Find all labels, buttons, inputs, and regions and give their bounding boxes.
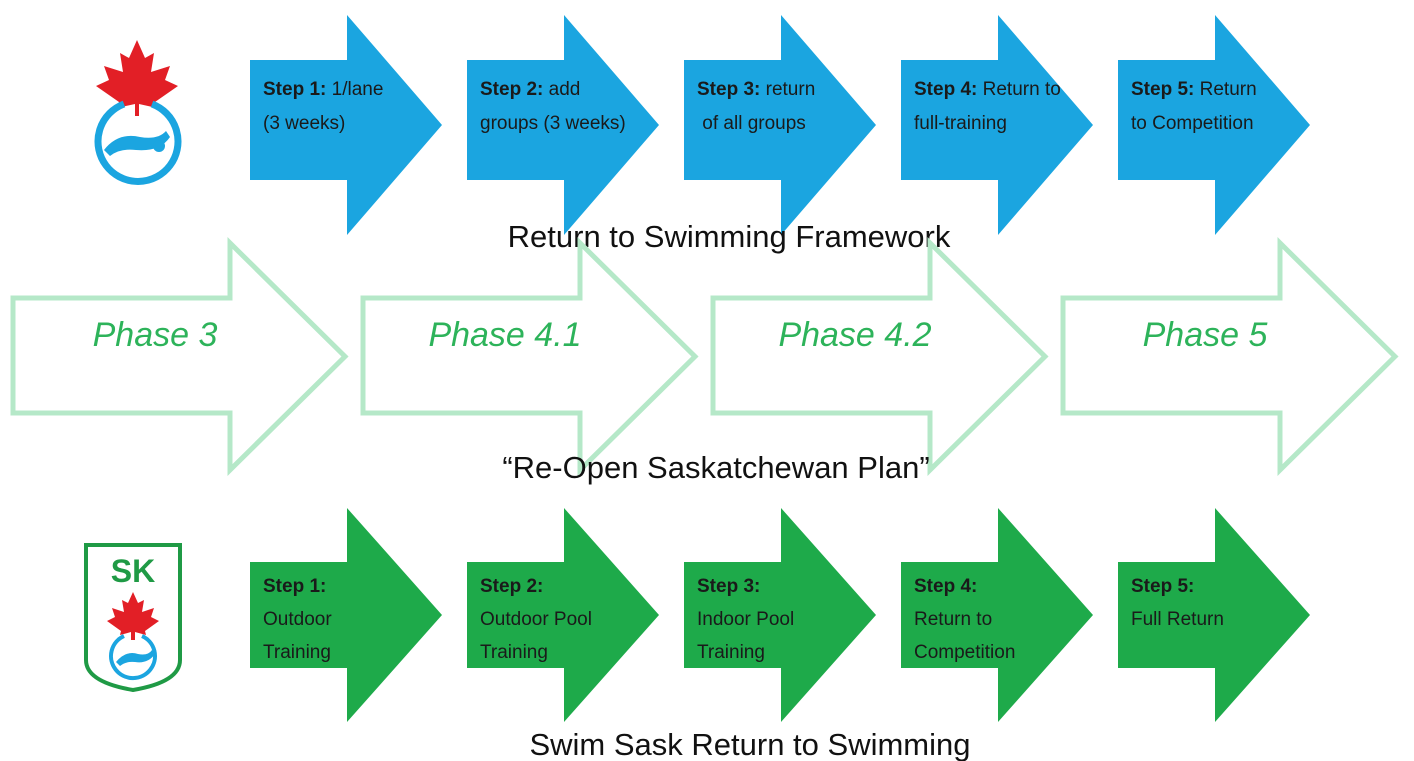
top-step-text-2: Step 2: add groups (3 weeks): [480, 79, 626, 134]
top-step-label-5: Step 5:: [1131, 79, 1194, 100]
bottom-step-line-5-1: Full Return: [1131, 609, 1224, 630]
bottom-step-label-3: Step 3:: [697, 576, 760, 597]
swimmer-icon: [104, 131, 170, 156]
phase-label-1: Phase 3: [93, 316, 218, 354]
bottom-step-line-3-2: Training: [697, 642, 765, 663]
bottom-step-text-5: Step 5: Full Return: [1131, 576, 1224, 630]
top-step-line-5-1: Return: [1194, 79, 1256, 100]
bottom-row-caption: Swim Sask Return to Swimming: [529, 727, 970, 761]
bottom-step-text-4: Step 4: Return to Competition: [914, 576, 1015, 663]
top-step-arrow-3: [684, 15, 876, 235]
top-step-line-2-2: groups (3 weeks): [480, 113, 626, 134]
maple-leaf-icon: [107, 592, 159, 640]
ring-icon: [94, 100, 182, 185]
top-step-line-1-1: 1/lane: [326, 79, 383, 100]
bottom-step-label-4: Step 4:: [914, 576, 977, 597]
phase-label-2: Phase 4.1: [428, 316, 581, 354]
top-step-line-2-1: add: [543, 79, 580, 100]
bottom-step-line-2-1: Outdoor Pool: [480, 609, 592, 630]
bottom-step-arrow-5: [1118, 508, 1310, 722]
top-step-arrow-2: [467, 15, 659, 235]
bottom-step-line-2-2: Training: [480, 642, 548, 663]
bottom-step-line-4-2: Competition: [914, 642, 1015, 663]
phase-arrow-4: [1060, 237, 1399, 476]
bottom-step-label-5: Step 5:: [1131, 576, 1194, 597]
bottom-step-arrow-4: [901, 508, 1093, 722]
top-step-arrow-4: [901, 15, 1093, 235]
top-step-line-3-2: of all groups: [697, 113, 806, 134]
top-step-line-1-2: (3 weeks): [263, 113, 345, 134]
maple-leaf-icon: [96, 40, 178, 116]
swim-sask-logo-icon: SK: [84, 543, 182, 693]
top-step-text-1: Step 1: 1/lane (3 weeks): [263, 79, 383, 134]
top-step-line-3-1: return: [760, 79, 815, 100]
bottom-step-arrow-3: [684, 508, 876, 722]
swimmer-head-icon: [153, 140, 165, 152]
top-step-label-4: Step 4:: [914, 79, 977, 100]
top-step-arrow-5: [1118, 15, 1310, 235]
top-step-label-1: Step 1:: [263, 79, 326, 100]
phase-arrow-3: [710, 237, 1049, 476]
swimming-canada-logo-icon: [94, 40, 182, 185]
top-step-text-4: Step 4: Return to full-training: [914, 79, 1061, 134]
top-step-text-3: Step 3: return of all groups: [697, 79, 815, 134]
top-row-caption: Return to Swimming Framework: [508, 219, 951, 254]
sk-logo-text: SK: [111, 553, 155, 589]
phase-arrow-1: [10, 237, 349, 476]
top-step-text-5: Step 5: Return to Competition: [1131, 79, 1257, 134]
bottom-step-label-2: Step 2:: [480, 576, 543, 597]
bottom-step-line-1-1: Outdoor: [263, 609, 332, 630]
phase-label-4: Phase 5: [1143, 316, 1268, 354]
top-steps-group: Step 1: 1/lane (3 weeks) Step 2: add groups…: [250, 15, 1310, 235]
ring-icon: [109, 634, 157, 680]
top-step-line-4-1: Return to: [977, 79, 1060, 100]
top-step-label-3: Step 3:: [697, 79, 760, 100]
bottom-step-line-4-1: Return to: [914, 609, 992, 630]
bottom-step-arrow-1: [250, 508, 442, 722]
swimmer-icon: [116, 650, 155, 666]
phase-arrow-2: [360, 237, 699, 476]
bottom-step-line-3-1: Indoor Pool: [697, 609, 794, 630]
bottom-step-line-1-2: Training: [263, 642, 331, 663]
top-step-line-4-2: full-training: [914, 113, 1007, 134]
top-step-arrow-1: [250, 15, 442, 235]
top-step-label-2: Step 2:: [480, 79, 543, 100]
top-step-line-5-2: to Competition: [1131, 113, 1254, 134]
phase-arrows-group: Phase 3 Phase 4.1 Phase 4.2 Phase 5: [10, 237, 1399, 476]
phase-label-3: Phase 4.2: [778, 316, 931, 354]
bottom-step-arrow-2: [467, 508, 659, 722]
bottom-step-label-1: Step 1:: [263, 576, 326, 597]
middle-row-caption: “Re-Open Saskatchewan Plan”: [502, 450, 929, 485]
